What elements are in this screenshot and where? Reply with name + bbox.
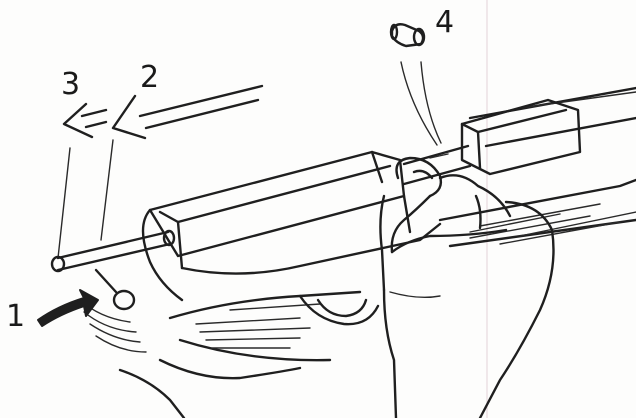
leader-line-2 xyxy=(101,140,113,240)
pellet-icon xyxy=(391,24,424,46)
step-label-1: 1 xyxy=(6,302,25,332)
step-label-3: 3 xyxy=(61,70,80,100)
arrow-1-rotate xyxy=(38,290,98,326)
leader-line-4b xyxy=(421,62,441,143)
hand-inserting-pellet xyxy=(120,158,554,418)
pistol-body xyxy=(143,88,636,360)
step-label-2: 2 xyxy=(140,63,159,93)
leader-line-4a xyxy=(401,62,437,145)
cocking-bolt xyxy=(52,231,174,352)
arrow-3-direction xyxy=(64,104,106,137)
arrow-2-pull-direction xyxy=(113,86,262,138)
leader-line-3 xyxy=(58,148,70,258)
step-label-4: 4 xyxy=(435,8,454,38)
